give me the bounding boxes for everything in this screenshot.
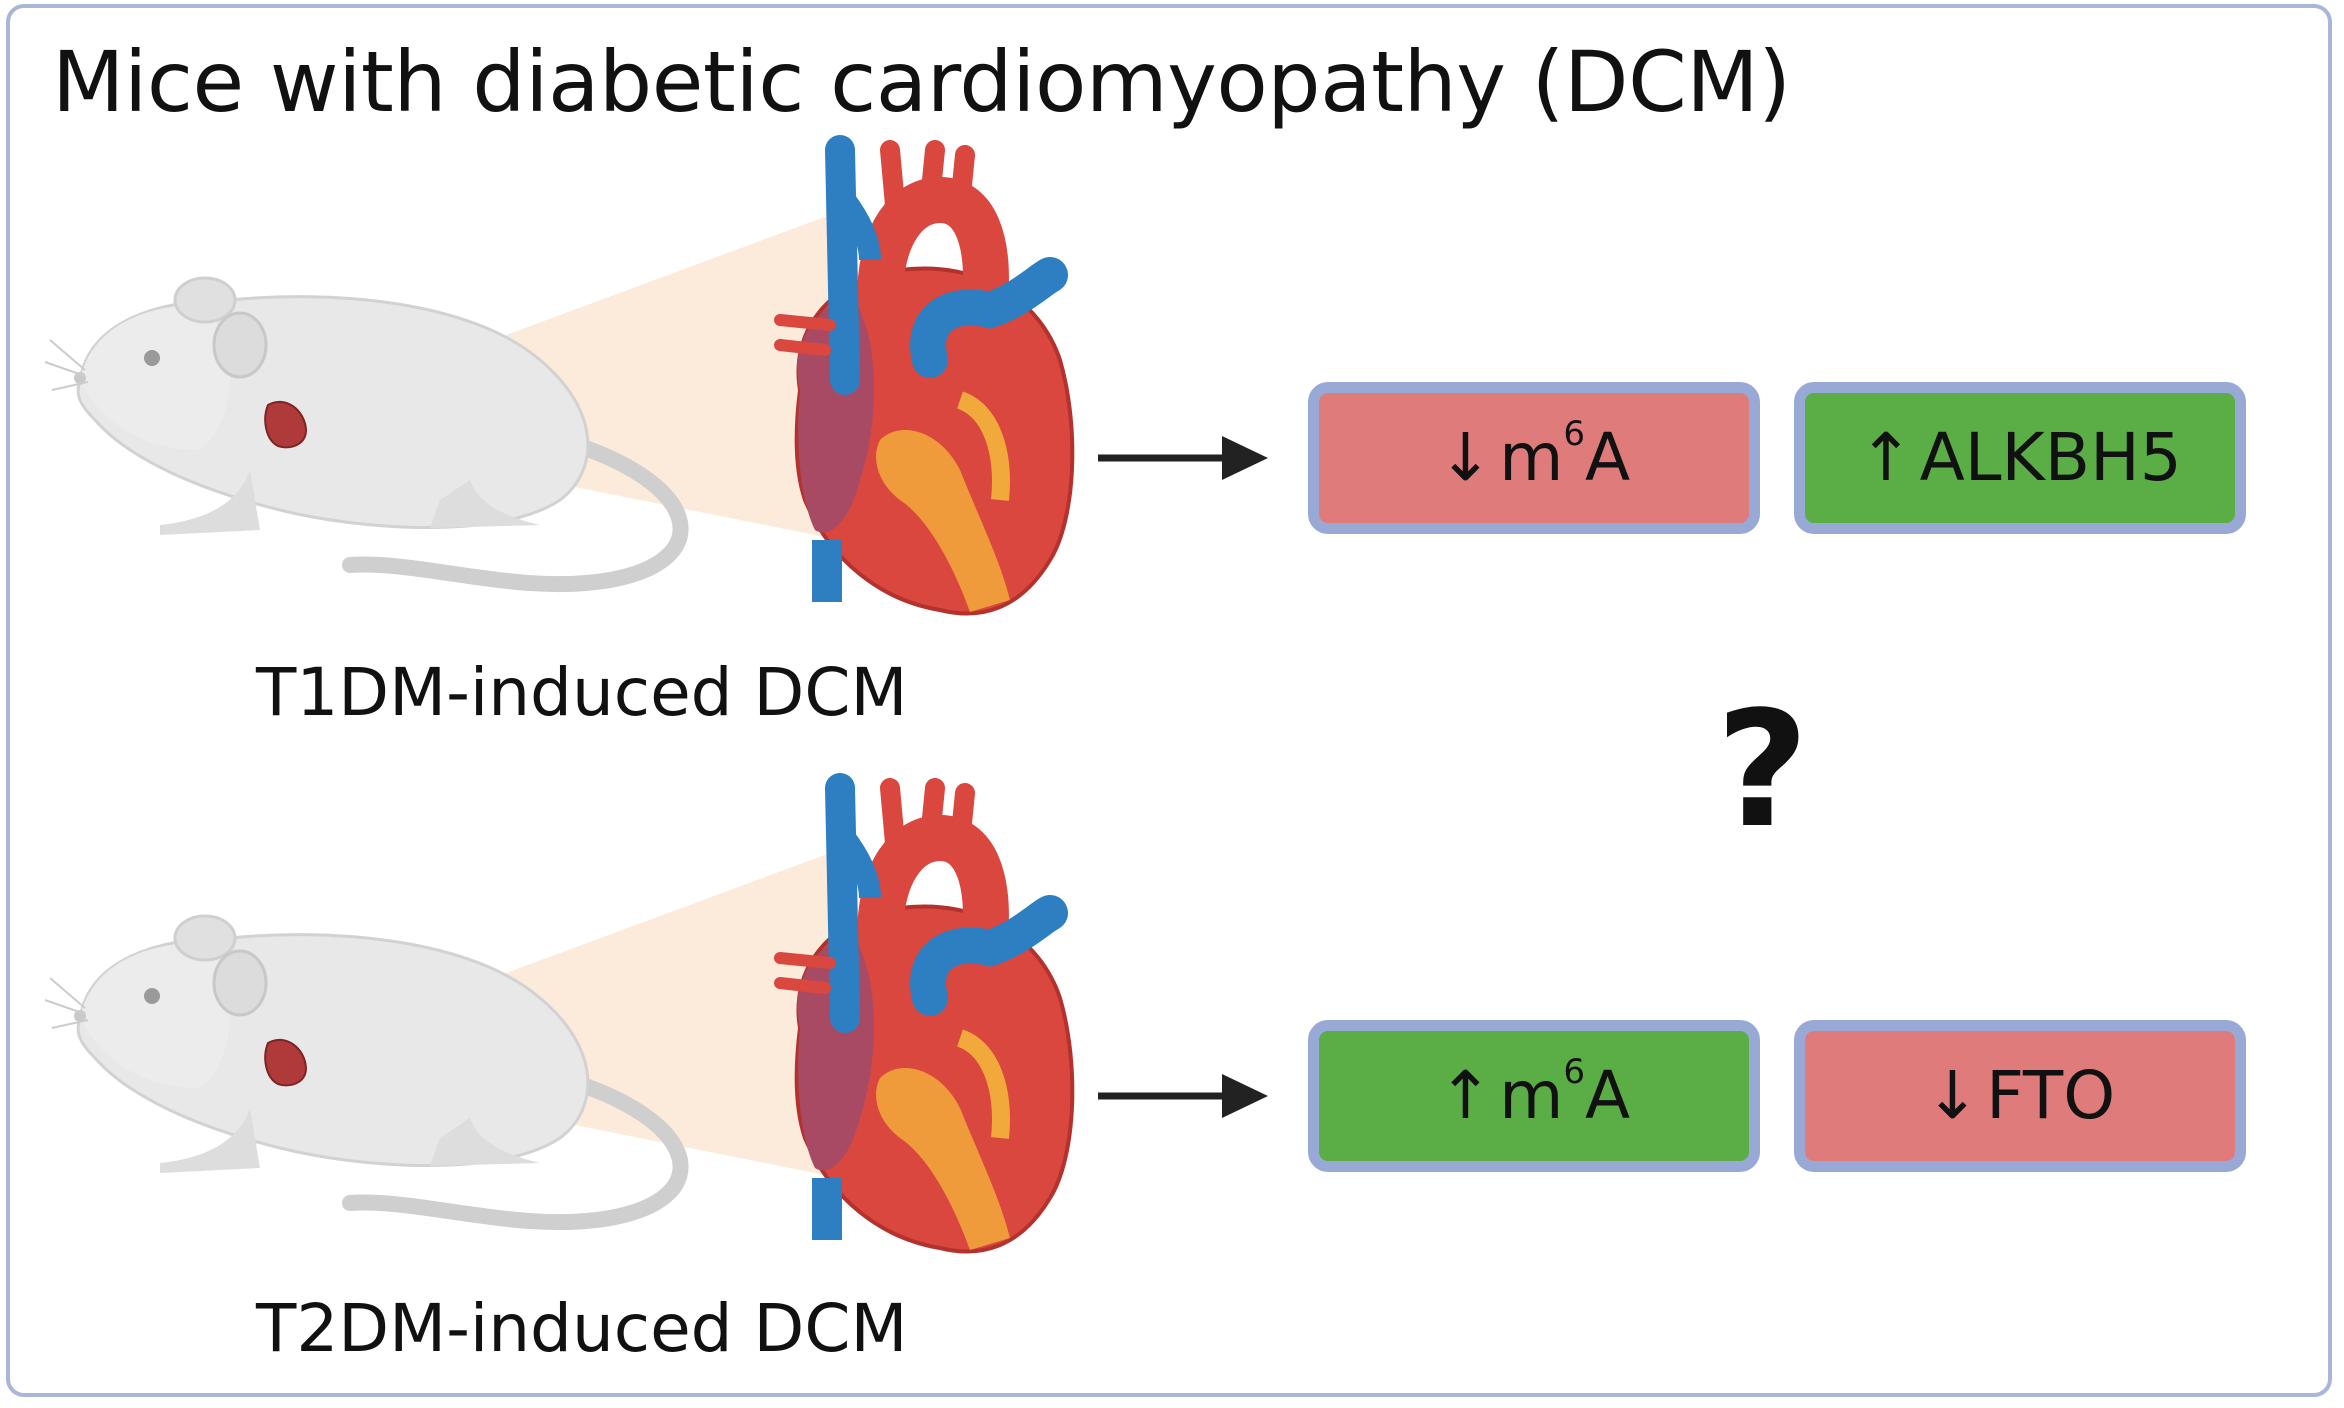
t1dm-panel-art xyxy=(45,150,1268,613)
panel-label-t2dm: T2DM-induced DCM xyxy=(256,1290,908,1367)
zoom-cone-t1 xyxy=(290,215,840,540)
up-arrow-icon: ↑ xyxy=(1437,1057,1494,1134)
result-text: ALKBH5 xyxy=(1919,419,2182,496)
down-arrow-icon: ↓ xyxy=(1924,1057,1981,1134)
diagram-title: Mice with diabetic cardiomyopathy (DCM) xyxy=(52,33,1791,131)
result-box-t1-alkbh5: ↑ ALKBH5 xyxy=(1794,382,2246,534)
result-text-suffix: A xyxy=(1585,419,1631,496)
up-arrow-icon: ↑ xyxy=(1858,419,1914,496)
result-text: FTO xyxy=(1986,1057,2116,1134)
question-mark: ? xyxy=(1716,676,1809,863)
result-box-t2-fto: ↓ FTO xyxy=(1794,1020,2246,1172)
result-superscript: 6 xyxy=(1563,414,1586,454)
zoom-cone-t2 xyxy=(290,853,840,1178)
arrow-right-icon xyxy=(1098,1074,1268,1118)
result-text-suffix: A xyxy=(1585,1057,1631,1134)
t2dm-panel-art xyxy=(45,788,1268,1251)
result-text: m xyxy=(1499,419,1564,496)
panel-label-t1dm: T1DM-induced DCM xyxy=(256,654,908,731)
result-superscript: 6 xyxy=(1563,1052,1586,1092)
diagram-frame xyxy=(6,4,2332,1397)
down-arrow-icon: ↓ xyxy=(1437,419,1494,496)
result-text: m xyxy=(1499,1057,1564,1134)
arrow-right-icon xyxy=(1098,436,1268,480)
